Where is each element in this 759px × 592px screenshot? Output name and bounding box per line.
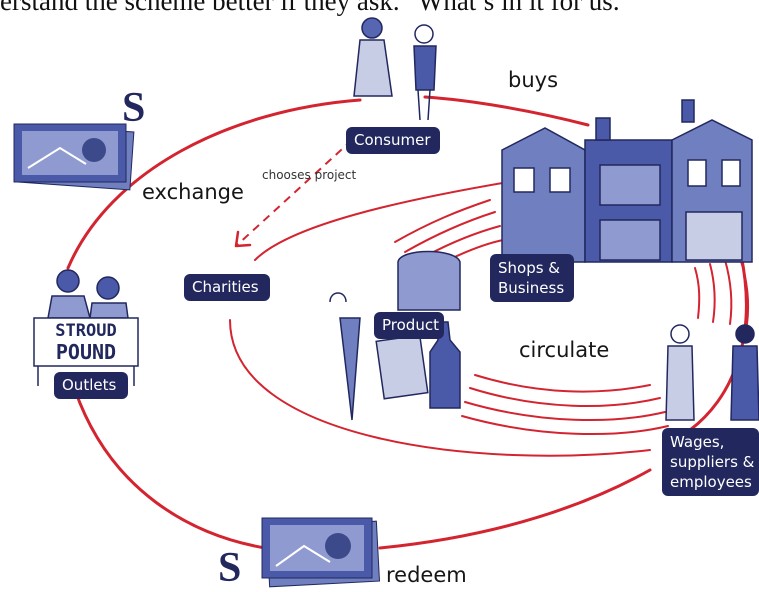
chooses-project-arrow [234, 139, 353, 248]
loop-redeem-arc [73, 388, 267, 550]
chooses-project-label: chooses project [262, 168, 357, 182]
outlets-badge: Outlets [54, 372, 128, 399]
consumer-illustration [353, 17, 437, 121]
buys-label: buys [508, 68, 559, 92]
loop-lower-arc [378, 468, 652, 550]
inner-flows [229, 179, 750, 457]
sign-stroud-text: STROUD [55, 321, 117, 341]
consumer-badge: Consumer [346, 127, 440, 154]
charities-badge: Charities [184, 274, 270, 301]
banknote-top-illustration [13, 123, 135, 191]
product-badge: Product [374, 312, 444, 339]
flow-shops-to-charities [254, 179, 521, 261]
shops-illustration [501, 99, 753, 263]
loop-buys-arc [423, 95, 590, 127]
intro-text: erstand the scheme better if they ask.” … [0, 0, 620, 16]
stroud-pound-symbol-bottom: S [218, 545, 242, 591]
banknote-bottom-illustration [261, 517, 381, 588]
sign-pound-text: POUND [55, 340, 117, 364]
stroud-pound-symbol-top: S [122, 85, 146, 131]
shops-business-badge: Shops & Business [490, 254, 574, 302]
outlets-illustration [33, 269, 139, 386]
loop-exchange-arc [66, 98, 362, 270]
product-illustration [329, 250, 461, 421]
stroud-pound-sign: STROUD POUND [40, 321, 132, 363]
redeem-label: redeem [386, 563, 467, 587]
wages-suppliers-badge: Wages, suppliers & employees [662, 428, 759, 496]
exchange-label: exchange [142, 180, 244, 204]
arc-circulate-1 [474, 374, 651, 393]
wages-illustration [665, 324, 759, 421]
arc-wages-1 [694, 267, 701, 319]
circulate-label: circulate [519, 338, 610, 362]
flow-charities-to-wages [229, 319, 651, 457]
arc-shop-1 [394, 199, 491, 243]
